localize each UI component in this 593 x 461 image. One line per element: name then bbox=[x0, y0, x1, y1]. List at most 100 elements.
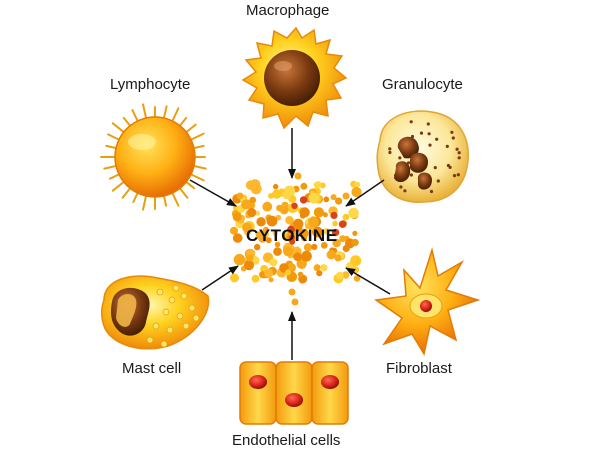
cytokine-particle bbox=[331, 228, 340, 237]
fibroblast-label: Fibroblast bbox=[386, 360, 452, 377]
fibroblast-nucleus bbox=[420, 300, 432, 312]
cytokine-particle bbox=[283, 246, 293, 257]
cytokine-particle bbox=[285, 216, 294, 225]
cytokine-particle bbox=[273, 183, 279, 190]
cytokine-particle bbox=[233, 253, 246, 266]
cytokine-particle bbox=[351, 238, 359, 247]
cytokine-particle bbox=[308, 216, 319, 228]
cytokine-particle bbox=[298, 228, 309, 239]
cytokine-particle-cluster bbox=[230, 172, 362, 306]
cytokine-particle bbox=[320, 264, 328, 272]
lymphocyte-cell bbox=[100, 103, 207, 211]
endothelial-nucleus bbox=[321, 375, 339, 389]
cytokine-particle bbox=[273, 247, 282, 256]
cytokine-particle bbox=[266, 215, 278, 227]
cytokine-particle bbox=[249, 196, 257, 204]
cytokine-particle bbox=[330, 194, 337, 201]
cytokine-particle bbox=[230, 273, 239, 283]
mast-cell bbox=[100, 275, 210, 350]
cytokine-particle bbox=[294, 172, 302, 180]
endothelial-cells bbox=[239, 361, 349, 425]
cytokine-particle bbox=[296, 258, 307, 269]
cytokine-particle bbox=[299, 196, 308, 204]
cytokine-particle bbox=[254, 243, 261, 251]
cytokine-particle bbox=[242, 222, 252, 233]
macrophage-label: Macrophage bbox=[246, 2, 330, 19]
cytokine-particle bbox=[288, 288, 296, 296]
cytokine-particle bbox=[339, 235, 347, 243]
cytokine-particle bbox=[350, 255, 362, 267]
cytokine-particle bbox=[241, 199, 252, 210]
macrophage-nucleus bbox=[264, 50, 320, 106]
cytokine-particle bbox=[279, 205, 289, 215]
cytokine-particle bbox=[352, 230, 358, 236]
arrow-granulocyte-to-cytokine bbox=[345, 179, 385, 207]
cytokine-particle bbox=[247, 207, 257, 218]
cytokine-particle bbox=[272, 189, 282, 199]
cytokine-particle bbox=[236, 192, 244, 200]
cytokine-particle bbox=[313, 207, 324, 218]
cytokine-particle bbox=[351, 186, 362, 198]
cytokine-particle bbox=[348, 207, 359, 219]
cytokine-particle bbox=[272, 230, 279, 236]
mast-cell-label: Mast cell bbox=[122, 360, 182, 377]
cytokine-particle bbox=[251, 274, 260, 283]
cytokine-particle bbox=[323, 228, 330, 235]
cytokine-particle bbox=[268, 193, 274, 199]
cytokine-particle bbox=[316, 270, 323, 277]
cytokine-particle bbox=[323, 196, 330, 203]
cytokine-particle bbox=[265, 237, 272, 244]
endothelial-nucleus bbox=[285, 393, 303, 407]
cytokine-particle bbox=[262, 201, 273, 212]
cytokine-particle bbox=[342, 213, 350, 221]
cytokine-particle bbox=[336, 271, 344, 280]
cytokine-particle bbox=[297, 271, 304, 278]
cytokine-particle bbox=[232, 212, 242, 222]
cytokine-particle bbox=[342, 244, 350, 253]
cytokine-particle bbox=[291, 202, 298, 209]
cytokine-particle bbox=[299, 207, 310, 218]
cytokine-particle bbox=[334, 254, 342, 262]
cytokine-particle bbox=[332, 238, 341, 248]
cytokine-particle bbox=[338, 220, 347, 228]
cytokine-label: CYTOKINE bbox=[246, 226, 338, 245]
cytokine-particle bbox=[303, 243, 312, 252]
cytokine-particle bbox=[291, 298, 299, 306]
cytokine-particle bbox=[315, 181, 322, 188]
cytokine-particle bbox=[230, 226, 238, 235]
cytokine-particle bbox=[285, 269, 292, 276]
cytokine-particle bbox=[243, 260, 255, 271]
cytokine-particle bbox=[293, 218, 304, 229]
cytokine-particle bbox=[335, 197, 343, 205]
cytokine-particle bbox=[274, 241, 281, 248]
cytokine-particle bbox=[301, 250, 312, 262]
granulocyte-cell bbox=[376, 110, 469, 203]
cytokine-particle bbox=[312, 226, 323, 238]
arrow-fibroblast-to-cytokine bbox=[345, 267, 391, 295]
cytokine-particle bbox=[245, 180, 256, 191]
granulocyte-label: Granulocyte bbox=[382, 76, 463, 93]
cytokine-particle bbox=[293, 252, 302, 262]
macrophage-cell bbox=[241, 26, 348, 130]
cytokine-particle bbox=[330, 211, 338, 219]
cytokine-particle bbox=[264, 268, 274, 278]
cytokine-particle bbox=[287, 225, 295, 234]
cytokine-particle bbox=[262, 227, 268, 234]
cytokine-particle bbox=[282, 190, 292, 200]
arrow-mast-to-cytokine bbox=[201, 265, 239, 291]
cytokine-particle bbox=[256, 217, 266, 227]
cytokine-particle bbox=[308, 192, 320, 204]
cytokine-particle bbox=[286, 263, 295, 271]
fibroblast-cell bbox=[373, 247, 481, 357]
endothelial-nucleus bbox=[249, 375, 267, 389]
arrow-lymphocyte-to-cytokine bbox=[189, 179, 237, 207]
cytokine-particle bbox=[289, 234, 295, 241]
cytokine-particle bbox=[289, 238, 296, 245]
cytokine-particle bbox=[300, 182, 308, 190]
granulocyte-nucleus bbox=[394, 136, 432, 190]
cytokine-particle bbox=[322, 212, 328, 218]
cytokine-particle bbox=[268, 277, 274, 283]
cytokine-particle bbox=[354, 181, 361, 188]
